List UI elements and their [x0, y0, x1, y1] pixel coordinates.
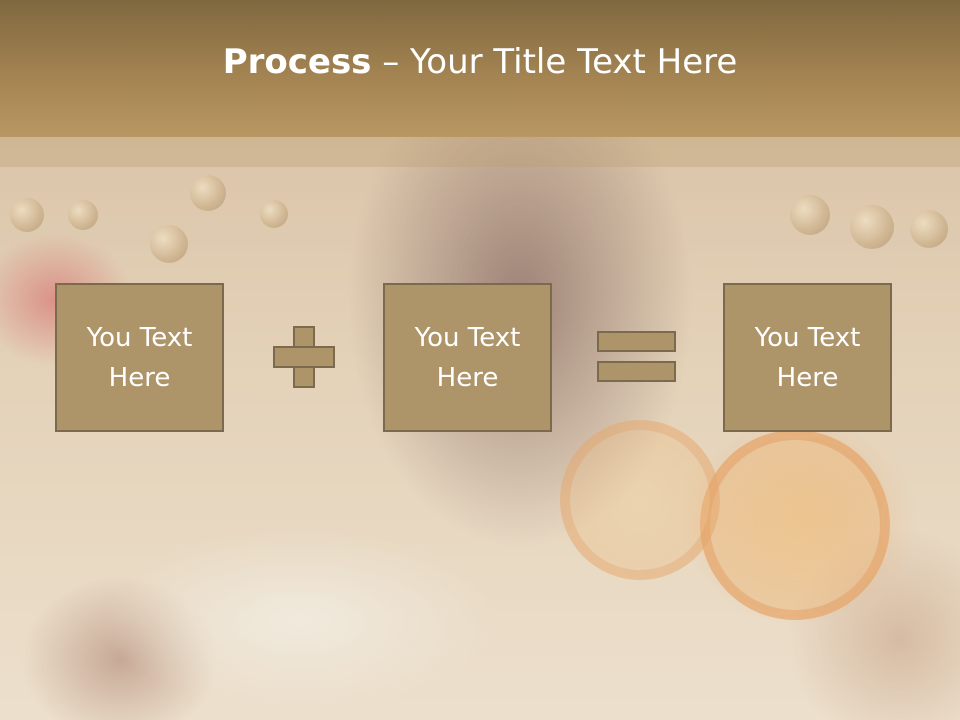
box-1-line-2: Here [108, 362, 171, 393]
title-strip [0, 137, 960, 167]
box-3-line-1: You Text [754, 322, 861, 353]
process-box-2[interactable]: You Text Here [383, 283, 552, 432]
box-1-line-1: You Text [86, 322, 193, 353]
slide-title: Process – Your Title Text Here [223, 42, 738, 82]
box-2-line-1: You Text [414, 322, 521, 353]
equals-icon [597, 331, 676, 383]
title-bar: Process – Your Title Text Here [0, 0, 960, 137]
box-3-line-2: Here [776, 362, 839, 393]
plus-icon [273, 326, 335, 388]
title-bold: Process [222, 41, 372, 82]
process-box-1[interactable]: You Text Here [55, 283, 224, 432]
title-rest: – Your Title Text Here [371, 41, 738, 82]
process-box-3[interactable]: You Text Here [723, 283, 892, 432]
box-2-line-2: Here [436, 362, 499, 393]
